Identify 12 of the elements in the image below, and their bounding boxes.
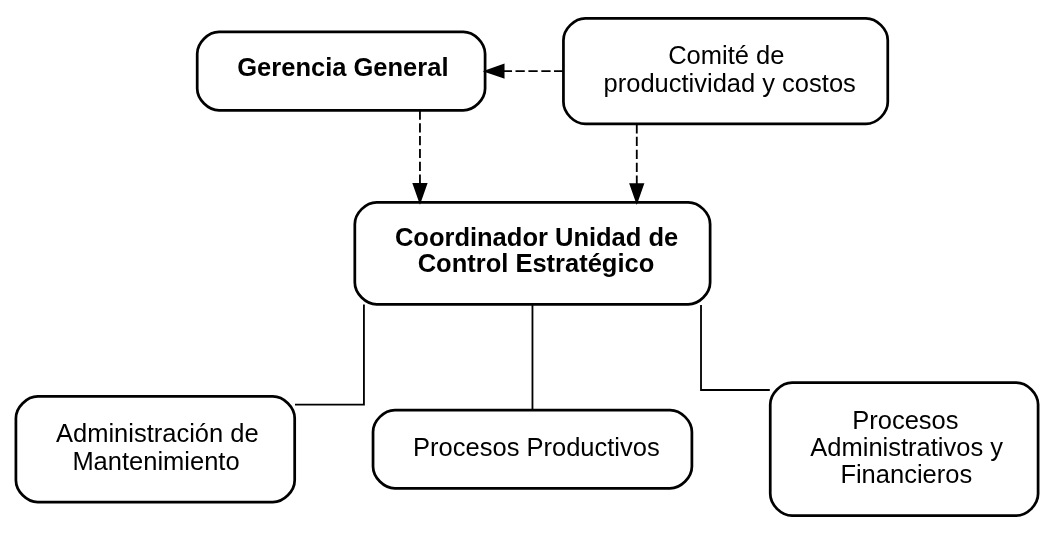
- connector: [531, 303, 534, 411]
- connector: [700, 303, 771, 391]
- node-box: Gerencia General: [195, 30, 487, 112]
- arrow: [629, 122, 645, 205]
- arrow: [482, 62, 564, 79]
- node-box: Administración de Mantenimiento: [14, 394, 297, 503]
- node-box: Coordinador Unidad de Control Estratégico: [353, 200, 712, 306]
- connector: [294, 303, 365, 405]
- node-box: Procesos Productivos: [371, 408, 694, 490]
- node-box: Procesos Administrativos y Financieros: [768, 380, 1040, 517]
- arrow: [412, 109, 428, 205]
- node-box: Comité de productividad y costos: [562, 16, 890, 125]
